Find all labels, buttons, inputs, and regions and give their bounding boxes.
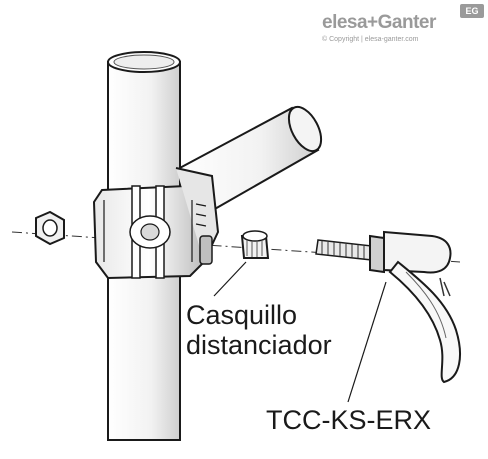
clamping-lever — [315, 230, 461, 384]
brand-copyright: © Copyright | elesa-ganter.com — [322, 36, 419, 43]
brand-name: elesa+Ganter — [322, 12, 436, 33]
product-code-label: TCC-KS-ERX — [266, 405, 432, 435]
brand-logo: elesa+Ganter EG © Copyright | elesa-gant… — [322, 4, 484, 48]
hex-nut — [35, 210, 65, 246]
spacer-label: Casquillo distanciador — [186, 300, 332, 360]
spacer-bushing — [240, 230, 270, 259]
spacer-label-line2: distanciador — [186, 330, 332, 360]
cross-clamp — [92, 167, 220, 280]
spacer-label-line1: Casquillo — [186, 300, 298, 330]
spacer-leader-line — [213, 261, 247, 297]
brand-badge: EG — [460, 4, 484, 18]
product-leader-line — [347, 281, 387, 403]
